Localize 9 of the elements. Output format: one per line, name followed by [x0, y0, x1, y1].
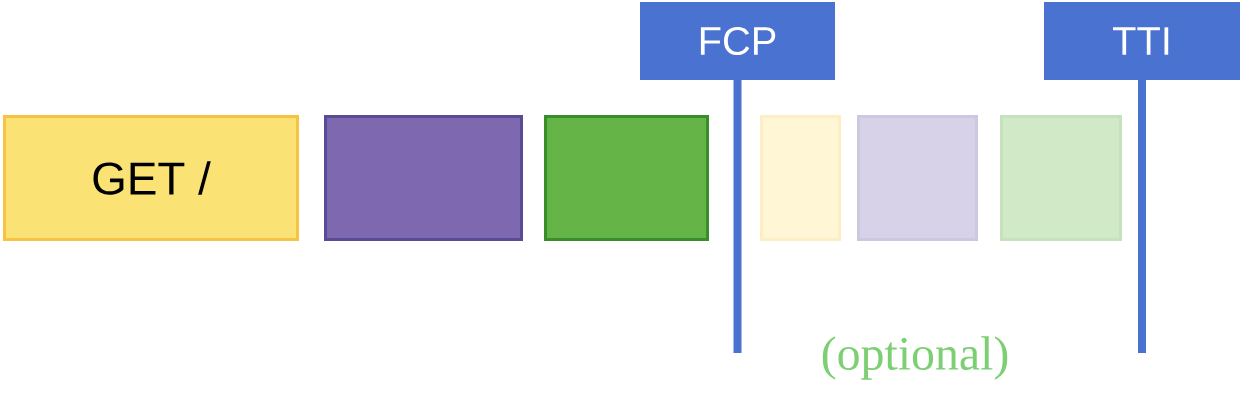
- milestone-flag: TTI: [1044, 2, 1240, 80]
- task-block: [324, 115, 523, 241]
- task-block: [544, 115, 709, 241]
- milestone-flag: FCP: [640, 2, 835, 80]
- request-block: GET /: [3, 115, 299, 241]
- task-block: [760, 115, 841, 241]
- task-block: [1000, 115, 1122, 241]
- annotation: (optional): [822, 336, 1008, 380]
- task-block: [857, 115, 978, 241]
